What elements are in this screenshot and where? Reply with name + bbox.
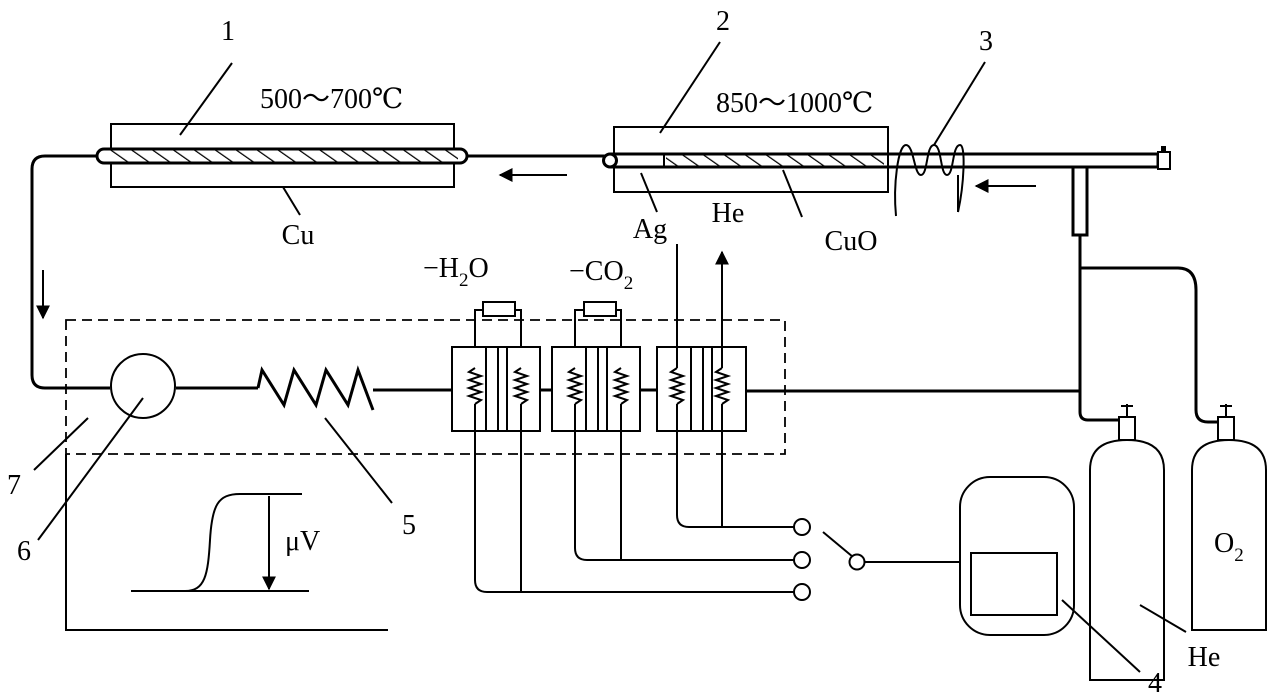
heating-coil <box>894 143 965 217</box>
label-5: 5 <box>402 510 416 541</box>
reduction-furnace <box>95 123 469 188</box>
he-cylinder <box>1089 404 1165 681</box>
cu-label: Cu <box>282 220 315 251</box>
detector-cell-co2 <box>551 346 641 432</box>
he-supply-line <box>1078 235 1118 422</box>
sample-inlet-knob <box>1161 146 1166 152</box>
leader-ag <box>640 172 658 213</box>
combustion-temperature: 850～1000℃ <box>716 88 873 119</box>
label-3: 3 <box>979 26 993 57</box>
thermistor <box>667 367 687 405</box>
inlet-tee <box>1071 165 1089 237</box>
combustion-furnace <box>602 126 1171 193</box>
switch-contact-h2o <box>793 583 811 601</box>
thermistor <box>565 367 585 405</box>
leader-cuo <box>782 169 803 218</box>
leader-6 <box>37 397 144 541</box>
o2-supply-line <box>1080 266 1218 424</box>
selector-switch-pivot <box>848 553 866 571</box>
thermostat-enclosure <box>65 319 786 455</box>
copper-packing <box>108 150 458 162</box>
cuo-label: CuO <box>825 226 878 257</box>
o2-cylinder <box>1191 404 1267 631</box>
wire-n2-a <box>676 404 794 528</box>
leader-cu <box>282 186 301 216</box>
label-2: 2 <box>716 6 730 37</box>
he-outlet-label: He <box>712 198 745 229</box>
leader-2 <box>659 41 721 134</box>
thermistor <box>465 367 485 405</box>
h2o-trap-leads <box>474 309 522 347</box>
thermistor <box>611 367 631 405</box>
label-7: 7 <box>7 470 21 501</box>
transfer-line-left <box>30 154 110 390</box>
leader-1 <box>179 62 233 136</box>
h2o-absorber-trap <box>482 301 516 317</box>
leader-3 <box>933 61 986 146</box>
signal-graph-frame <box>65 454 388 631</box>
valve-6 <box>110 353 176 419</box>
selector-switch-arm <box>822 531 854 558</box>
sample-inlet-cap <box>1157 151 1171 170</box>
label-6: 6 <box>17 536 31 567</box>
cuo-packing <box>666 155 884 166</box>
label-4: 4 <box>1148 668 1162 697</box>
leader-he-cylinder <box>1139 604 1187 633</box>
signal-curve <box>131 493 302 592</box>
leader-4 <box>1061 599 1141 673</box>
co2-absorber-trap <box>583 301 617 317</box>
reduction-temperature: 500～700℃ <box>260 84 403 115</box>
wire-co2-a <box>574 404 794 561</box>
leader-5 <box>324 417 393 504</box>
detector-cell-n2 <box>656 346 747 432</box>
he-cylinder-label: He <box>1188 642 1221 673</box>
leader-7 <box>33 417 89 471</box>
thermistor <box>511 367 531 405</box>
co2-trap-leads <box>574 309 622 347</box>
wire-h2o-a <box>474 404 794 593</box>
switch-contact-co2 <box>793 551 811 569</box>
detector-cell-h2o <box>451 346 541 432</box>
signal-unit-label: μV <box>285 526 320 557</box>
o2-cylinder-label: O2 <box>1214 528 1244 566</box>
recorder-display <box>970 552 1058 616</box>
combustion-tube-end <box>602 152 618 169</box>
co2-trap-label: −CO2 <box>569 256 633 294</box>
label-1: 1 <box>221 16 235 47</box>
h2o-trap-label: −H2O <box>423 253 489 291</box>
reduction-coil-zigzag <box>256 365 375 411</box>
switch-contact-n2 <box>793 518 811 536</box>
thermistor <box>712 367 732 405</box>
ag-label: Ag <box>633 214 667 245</box>
